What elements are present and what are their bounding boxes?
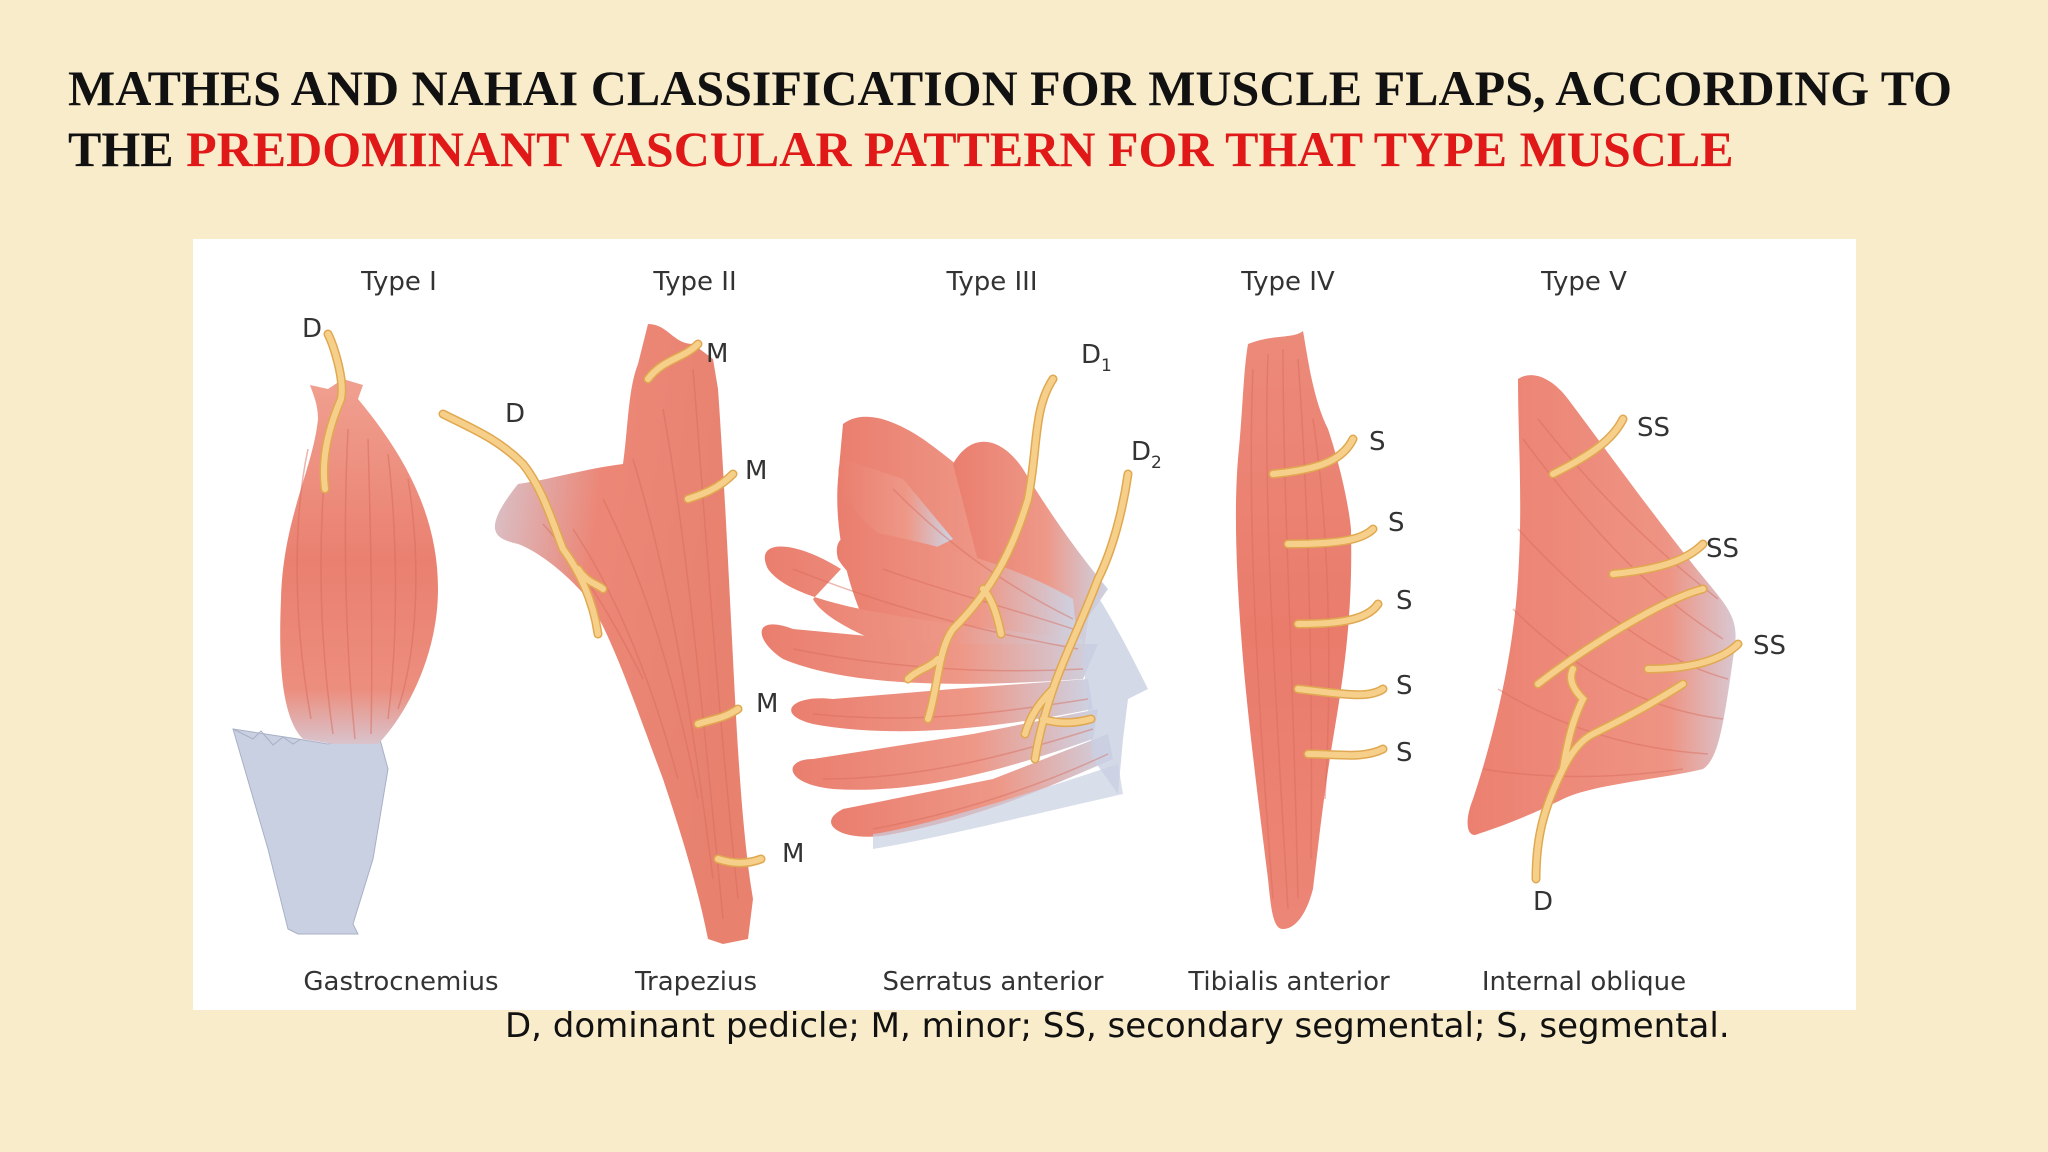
internal-oblique-muscle bbox=[1467, 375, 1743, 884]
muscle-flap-diagram: Type I Type II Type III Type IV Type V D… bbox=[232, 267, 1786, 997]
type-2-header: Type II bbox=[652, 267, 736, 297]
type-3-muscle-name: Serratus anterior bbox=[883, 967, 1104, 997]
type-3-header: Type III bbox=[946, 267, 1038, 297]
type-5-muscle-name: Internal oblique bbox=[1482, 967, 1686, 997]
type-4-label-s3: S bbox=[1396, 586, 1413, 616]
type-4-header: Type IV bbox=[1240, 267, 1335, 297]
type-5-label-ss3: SS bbox=[1753, 631, 1786, 661]
serratus-anterior-muscle bbox=[761, 374, 1148, 849]
type-5-label-d: D bbox=[1533, 887, 1553, 917]
title-text: MATHES AND NAHAI CLASSIFICATION FOR MUSC… bbox=[68, 60, 1953, 177]
type-4-label-s2: S bbox=[1388, 508, 1405, 538]
type-2-label-m4: M bbox=[782, 839, 804, 869]
type-1-muscle-name: Gastrocnemius bbox=[303, 967, 498, 997]
title-highlight: PREDOMINANT VASCULAR PATTERN FOR THAT TY… bbox=[186, 121, 1734, 177]
gastrocnemius-muscle bbox=[232, 329, 438, 935]
type-3-label-d1-text: D bbox=[1081, 340, 1101, 370]
type-4-label-s5: S bbox=[1396, 738, 1413, 768]
type-5-label-ss2: SS bbox=[1706, 534, 1739, 564]
type-5-label-ss1: SS bbox=[1637, 413, 1670, 443]
muscle-flap-figure: Type I Type II Type III Type IV Type V D… bbox=[193, 239, 1856, 1010]
type-2-label-m2: M bbox=[745, 456, 767, 486]
figure-caption: D, dominant pedicle; M, minor; SS, secon… bbox=[505, 1006, 1730, 1046]
tibialis-anterior-muscle bbox=[1235, 331, 1388, 929]
type-4-label-s1: S bbox=[1369, 427, 1386, 457]
type-3-label-d2: D2 bbox=[1131, 437, 1162, 473]
type-2-label-m3: M bbox=[756, 689, 778, 719]
type-3-label-d2-text: D bbox=[1131, 437, 1151, 467]
type-5-header: Type V bbox=[1540, 267, 1627, 297]
type-4-label-s4: S bbox=[1396, 671, 1413, 701]
trapezius-muscle bbox=[438, 324, 766, 944]
type-3-label-d1-subscript: 1 bbox=[1101, 356, 1112, 376]
type-4-muscle-name: Tibialis anterior bbox=[1187, 967, 1390, 997]
slide-title: MATHES AND NAHAI CLASSIFICATION FOR MUSC… bbox=[68, 58, 2028, 180]
type-2-muscle-name: Trapezius bbox=[634, 967, 757, 997]
type-1-label-d: D bbox=[302, 314, 322, 344]
type-3-label-d2-subscript: 2 bbox=[1151, 453, 1162, 473]
type-2-label-d: D bbox=[505, 399, 525, 429]
type-1-header: Type I bbox=[360, 267, 437, 297]
type-2-label-m1: M bbox=[706, 339, 728, 369]
type-3-label-d1: D1 bbox=[1081, 340, 1112, 376]
